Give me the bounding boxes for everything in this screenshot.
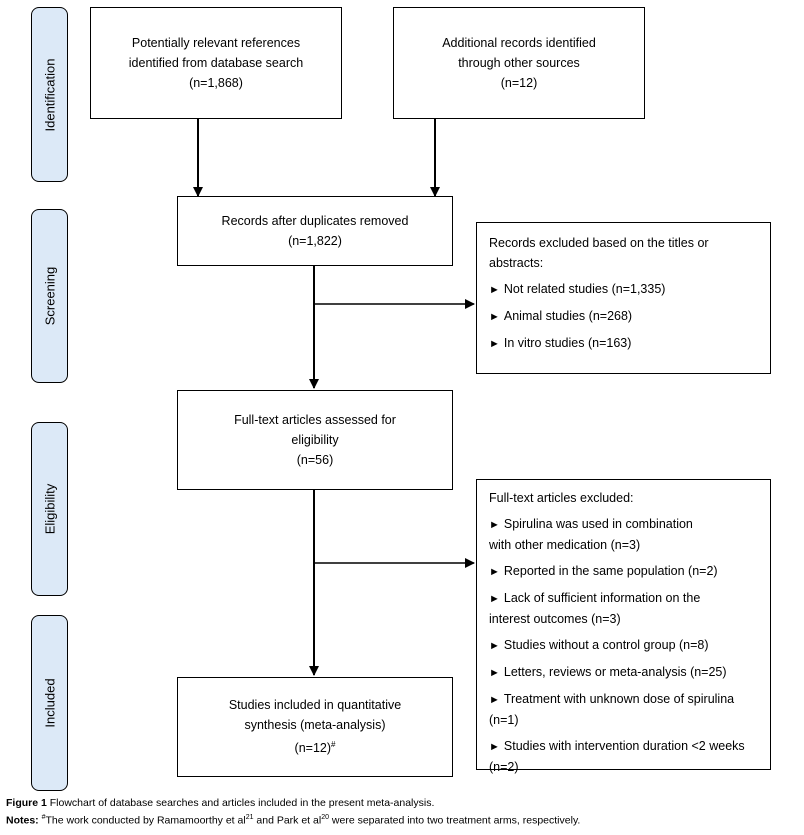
bullet-arrow-icon: ►: [489, 667, 500, 679]
excluded-fulltext-item-text: Studies without a control group (n=8): [503, 638, 709, 652]
excluded-screening-item: ►Not related studies (n=1,335): [489, 279, 758, 300]
phase-included-label: Included: [42, 678, 57, 728]
phase-screening: Screening: [31, 209, 68, 383]
notes-mark: #: [41, 814, 46, 821]
excluded-fulltext-item: ►Lack of sufficient information on the i…: [489, 588, 758, 629]
excluded-fulltext-item: ►Studies with intervention duration <2 w…: [489, 736, 758, 777]
database-search-line1: Potentially relevant references: [131, 36, 301, 50]
excluded-screening-heading-1: Records excluded based on the titles or: [489, 236, 709, 250]
excluded-fulltext-item: ►Spirulina was used in combination with …: [489, 514, 758, 555]
excluded-fulltext-item: ►Reported in the same population (n=2): [489, 561, 758, 582]
notes-text-b: and Park et al: [253, 814, 322, 827]
phase-included: Included: [31, 615, 68, 791]
bullet-arrow-icon: ►: [489, 640, 500, 652]
figure-caption-text: Flowchart of database searches and artic…: [49, 797, 435, 809]
footnote-mark: #: [331, 740, 336, 750]
bullet-arrow-icon: ►: [489, 284, 500, 296]
phase-identification-label: Identification: [42, 58, 57, 131]
database-search-box: Potentially relevant references identifi…: [90, 7, 342, 119]
additional-records-box: Additional records identified through ot…: [393, 7, 645, 119]
notes-text-c: were separated into two treatment arms, …: [329, 814, 581, 827]
studies-included-line2: synthesis (meta-analysis): [244, 718, 386, 733]
excluded-fulltext-item-text-cont: interest outcomes (n=3): [489, 612, 621, 626]
database-search-line2: identified from database search: [128, 56, 304, 70]
bullet-arrow-icon: ►: [489, 593, 500, 605]
excluded-screening-item-text: Not related studies (n=1,335): [503, 282, 666, 296]
studies-included-count-row: (n=12)#: [295, 735, 336, 758]
fulltext-assessed-count: (n=56): [296, 453, 334, 467]
phase-eligibility: Eligibility: [31, 422, 68, 596]
bullet-arrow-icon: ►: [489, 311, 500, 323]
figure-label: Figure 1: [6, 797, 47, 809]
figure-notes: Notes: #The work conducted by Ramamoorth…: [6, 814, 580, 827]
reference-21: 21: [245, 814, 254, 821]
excluded-screening-heading-2: abstracts:: [489, 256, 544, 270]
duplicates-removed-line1: Records after duplicates removed: [221, 214, 409, 228]
excluded-fulltext-box: Full-text articles excluded: ►Spirulina …: [476, 479, 771, 774]
studies-included-count: (n=12): [294, 741, 332, 756]
database-search-count: (n=1,868): [189, 76, 243, 90]
reference-20: 20: [321, 814, 329, 821]
bullet-arrow-icon: ►: [489, 519, 500, 531]
phase-eligibility-label: Eligibility: [42, 483, 57, 535]
bullet-arrow-icon: ►: [489, 694, 500, 706]
excluded-screening-item: ►Animal studies (n=268): [489, 306, 758, 327]
excluded-screening-item-text: Animal studies (n=268): [503, 309, 633, 323]
excluded-fulltext-heading: Full-text articles excluded:: [489, 491, 634, 505]
additional-records-line1: Additional records identified: [442, 36, 596, 50]
excluded-screening-item-text: In vitro studies (n=163): [503, 336, 632, 350]
notes-label: Notes:: [6, 814, 39, 827]
notes-text-a: The work conducted by Ramamoorthy et al: [45, 814, 246, 827]
figure-caption: Figure 1 Flowchart of database searches …: [6, 797, 434, 809]
excluded-fulltext-item-text-cont: with other medication (n=3): [489, 538, 641, 552]
excluded-fulltext-item: ►Studies without a control group (n=8): [489, 635, 758, 656]
fulltext-assessed-line1: Full-text articles assessed for: [234, 413, 396, 427]
phase-screening-label: Screening: [42, 266, 57, 326]
excluded-fulltext-item-text-cont: (n=1): [489, 713, 519, 727]
excluded-fulltext-item-text: Treatment with unknown dose of spirulina: [503, 692, 735, 706]
additional-records-count: (n=12): [500, 76, 538, 90]
studies-included-box: Studies included in quantitative synthes…: [177, 677, 453, 777]
fulltext-assessed-box: Full-text articles assessed for eligibil…: [177, 390, 453, 490]
duplicates-removed-count: (n=1,822): [288, 234, 342, 248]
studies-included-line1: Studies included in quantitative: [228, 698, 402, 713]
additional-records-line2: through other sources: [458, 56, 580, 70]
excluded-screening-box: Records excluded based on the titles or …: [476, 222, 771, 374]
bullet-arrow-icon: ►: [489, 566, 500, 578]
bullet-arrow-icon: ►: [489, 338, 500, 350]
excluded-fulltext-item-text-cont: (n=2): [489, 760, 519, 774]
excluded-screening-item: ►In vitro studies (n=163): [489, 333, 758, 354]
phase-identification: Identification: [31, 7, 68, 182]
excluded-fulltext-item-text: Letters, reviews or meta-analysis (n=25): [503, 665, 727, 679]
fulltext-assessed-line2: eligibility: [291, 433, 339, 447]
excluded-fulltext-item-text: Spirulina was used in combination: [503, 517, 693, 531]
duplicates-removed-box: Records after duplicates removed (n=1,82…: [177, 196, 453, 266]
excluded-fulltext-item-text: Reported in the same population (n=2): [503, 564, 718, 578]
excluded-fulltext-item-text: Studies with intervention duration <2 we…: [503, 739, 745, 753]
bullet-arrow-icon: ►: [489, 741, 500, 753]
excluded-fulltext-item-text: Lack of sufficient information on the: [503, 591, 701, 605]
excluded-fulltext-item: ►Treatment with unknown dose of spirulin…: [489, 689, 758, 730]
excluded-fulltext-item: ►Letters, reviews or meta-analysis (n=25…: [489, 662, 758, 683]
